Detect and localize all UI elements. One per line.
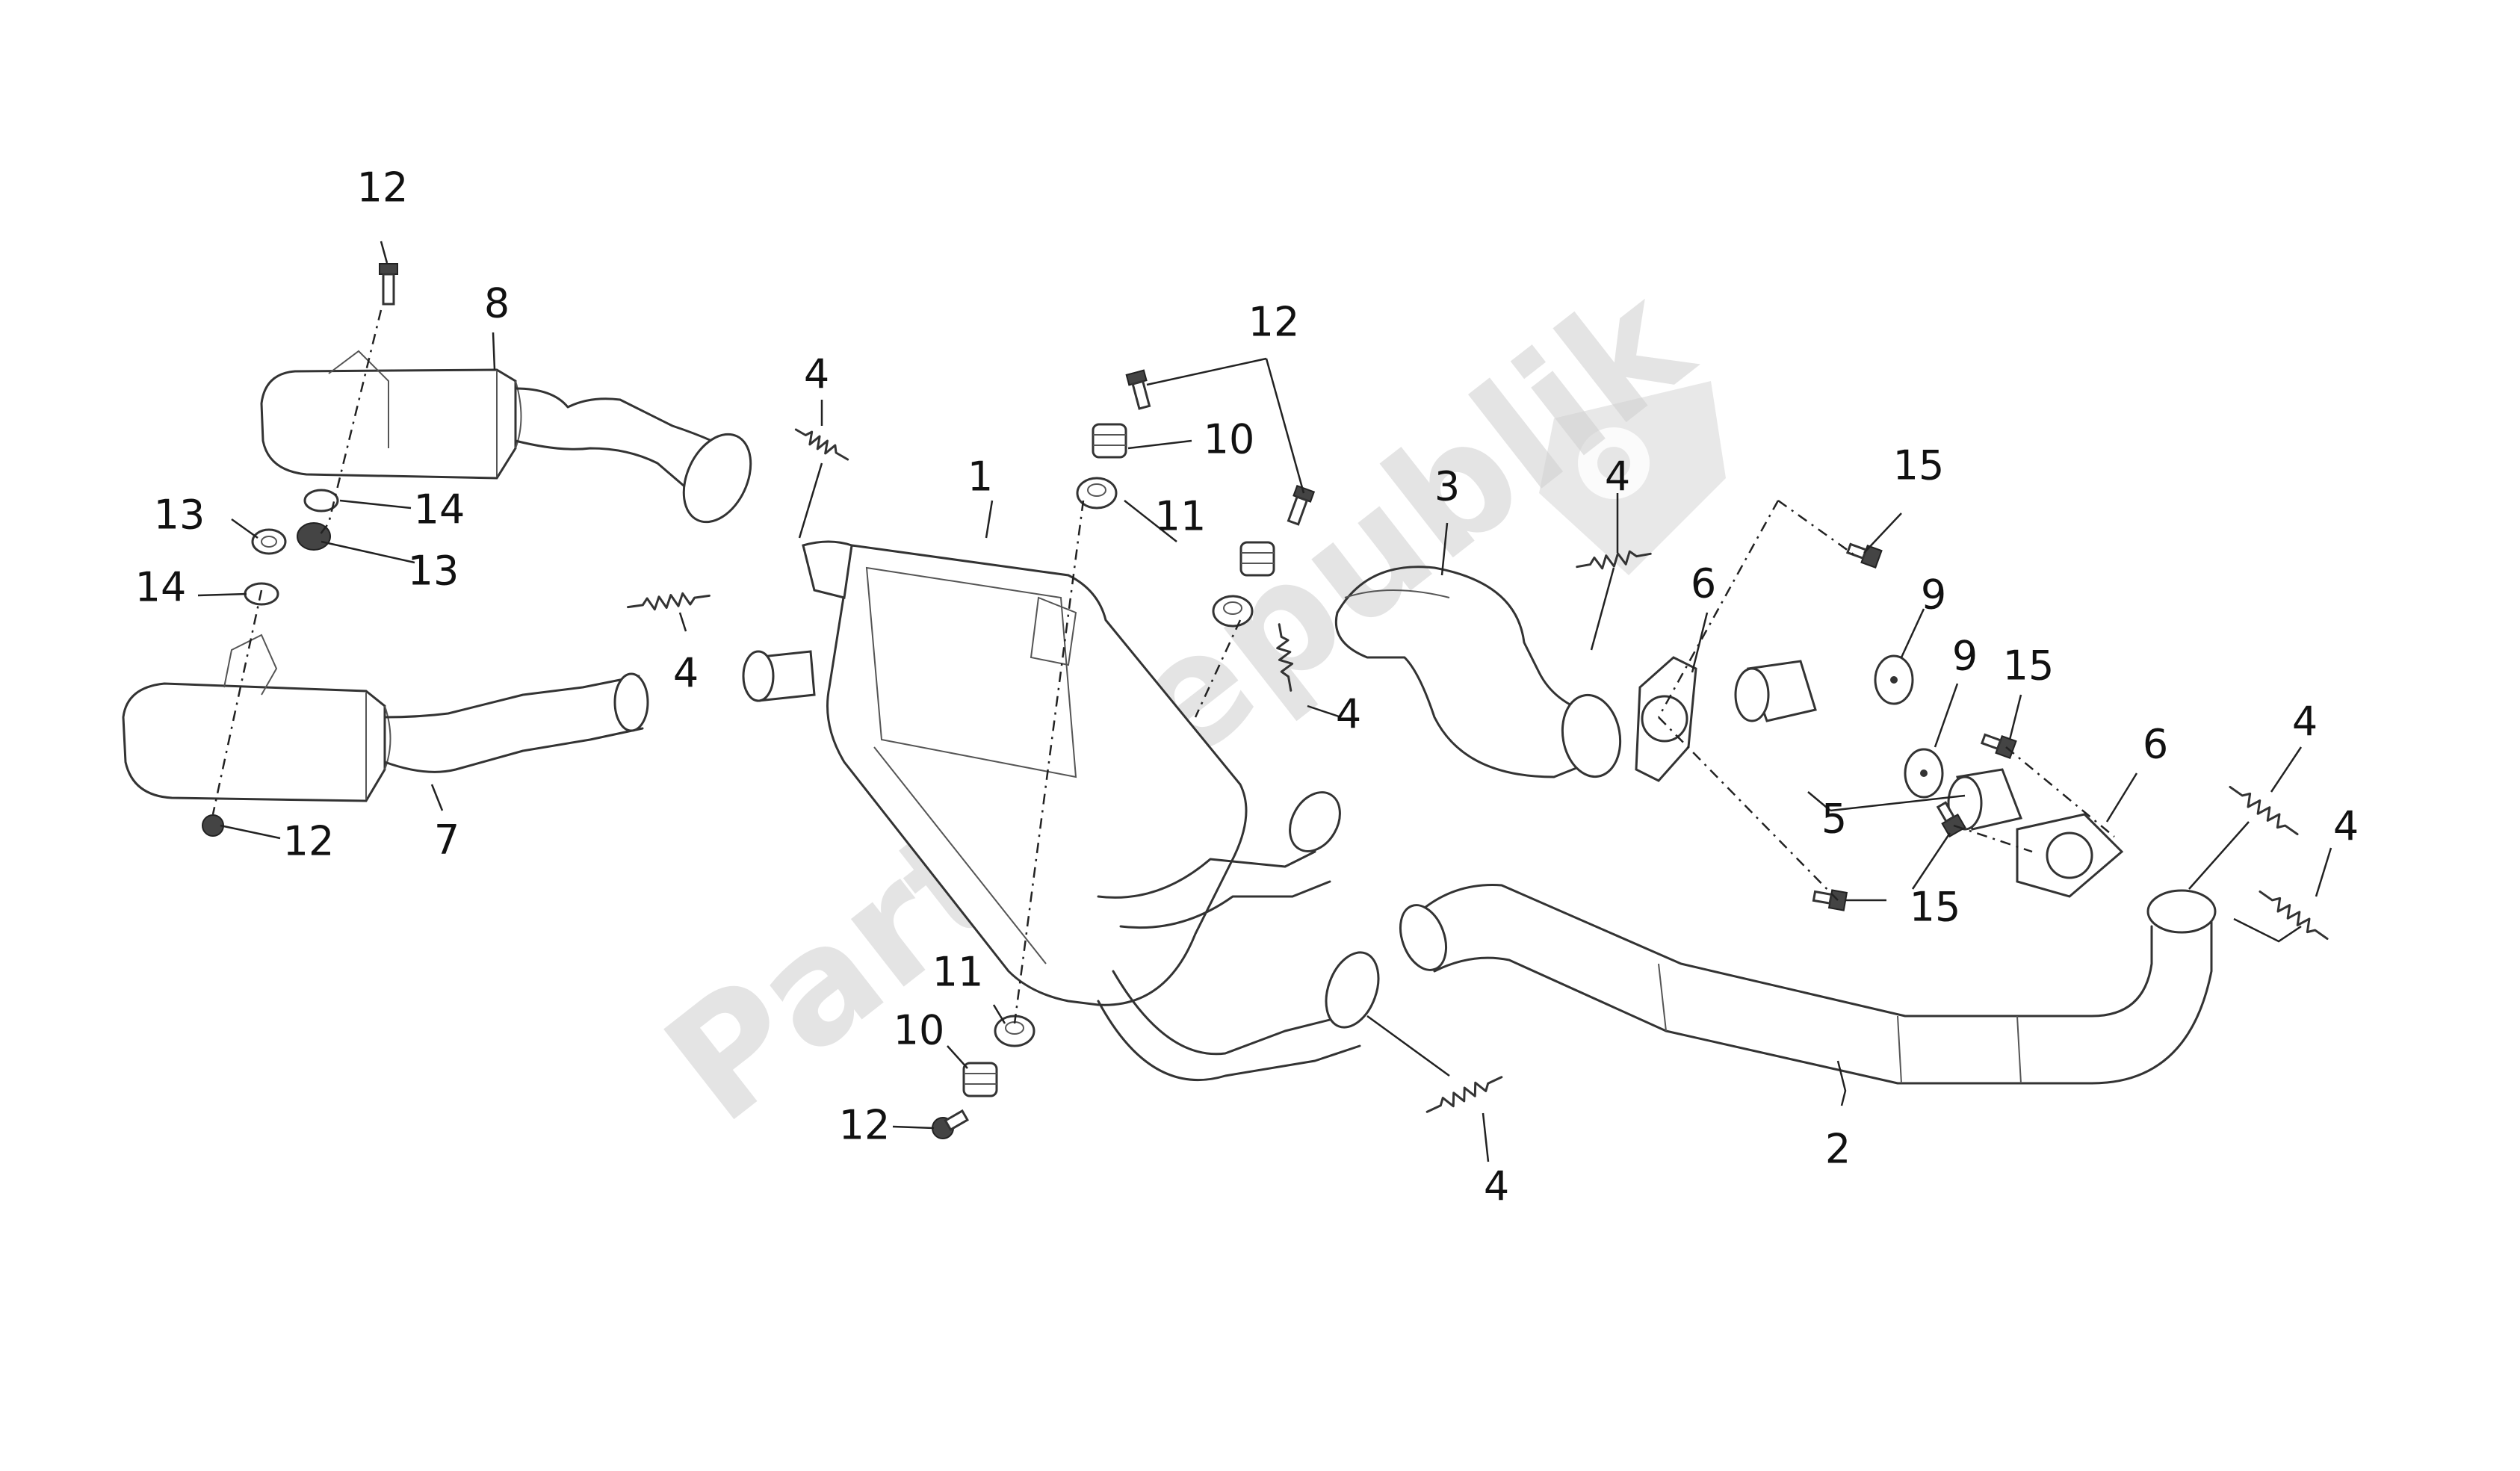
callout-15a: 15	[1893, 442, 1945, 489]
assembly-axes	[211, 309, 2115, 1024]
bolt	[932, 1109, 969, 1139]
callout-12a: 12	[1248, 299, 1300, 346]
callout-9a: 9	[1921, 572, 1946, 619]
callout-4c: 4	[1336, 691, 1361, 738]
lower-header-pipe	[1399, 884, 2217, 1085]
callout-3: 3	[1434, 463, 1460, 510]
callout-12b: 12	[283, 818, 335, 865]
callout-1: 1	[968, 453, 993, 501]
rubber	[1092, 423, 1127, 459]
spring-group	[627, 428, 2329, 1113]
upper-header-pipe	[1334, 566, 1622, 778]
rubber	[1239, 541, 1275, 577]
callout-4d: 4	[1605, 453, 1630, 501]
spring	[1276, 623, 1294, 692]
callout-14a: 14	[414, 486, 465, 533]
watermark-text: PartsRepublik	[633, 250, 1724, 1158]
gear-icon	[1539, 381, 1726, 575]
callout-10b: 10	[894, 1007, 945, 1054]
watermark: PartsRepublik	[633, 250, 1726, 1158]
washer-left	[1874, 654, 1914, 705]
spring	[1425, 1076, 1503, 1113]
callout-15b: 15	[2003, 642, 2055, 690]
callout-12d: 12	[357, 164, 409, 211]
bushing	[1076, 477, 1118, 510]
spring	[794, 428, 849, 461]
callout-4g: 4	[2333, 803, 2359, 850]
rubber	[962, 1062, 998, 1097]
callout-12c: 12	[839, 1102, 891, 1149]
callout-4e: 4	[1484, 1163, 1509, 1210]
callout-9b: 9	[1952, 633, 1978, 680]
callout-4a: 4	[804, 351, 829, 398]
bolt	[379, 263, 398, 306]
callout-13b: 13	[154, 492, 205, 539]
callout-labels: 1 2 3 4 4 4 4 4 4 4 5 6 6 7 8 9 9 10 10 …	[135, 164, 2359, 1210]
connector-left	[1734, 660, 1817, 722]
bolt	[1125, 369, 1151, 410]
leader-lines	[197, 241, 2332, 1162]
callout-7: 7	[434, 817, 459, 864]
spring	[627, 592, 711, 611]
callout-10a: 10	[1204, 416, 1255, 463]
callout-11a: 11	[1155, 493, 1207, 540]
lower-silencer	[122, 634, 649, 802]
callout-15c: 15	[1910, 884, 1961, 931]
screw	[1812, 889, 1848, 911]
nut	[251, 528, 287, 555]
callout-8: 8	[484, 280, 510, 327]
callout-5: 5	[1821, 796, 1847, 843]
hardware-group	[202, 263, 2017, 1139]
flange-right	[2016, 813, 2124, 898]
callout-4f: 4	[2292, 699, 2318, 746]
callout-4b: 4	[673, 650, 699, 697]
flange-left	[1635, 656, 1697, 782]
bushing	[1212, 595, 1254, 628]
callout-2: 2	[1825, 1126, 1851, 1173]
callout-14b: 14	[135, 564, 187, 611]
upper-silencer	[260, 350, 752, 524]
callout-11b: 11	[932, 949, 984, 996]
spring	[2259, 890, 2329, 941]
callout-6b: 6	[2143, 721, 2168, 768]
washer-right	[1904, 748, 1944, 799]
callout-13a: 13	[408, 548, 459, 595]
callout-6a: 6	[1691, 560, 1716, 607]
spring	[2229, 785, 2299, 836]
washer	[303, 489, 339, 512]
spring	[1576, 550, 1652, 570]
bolt	[202, 814, 224, 837]
central-muffler	[742, 540, 1380, 1082]
bolt	[1287, 484, 1316, 526]
nut	[297, 522, 331, 551]
